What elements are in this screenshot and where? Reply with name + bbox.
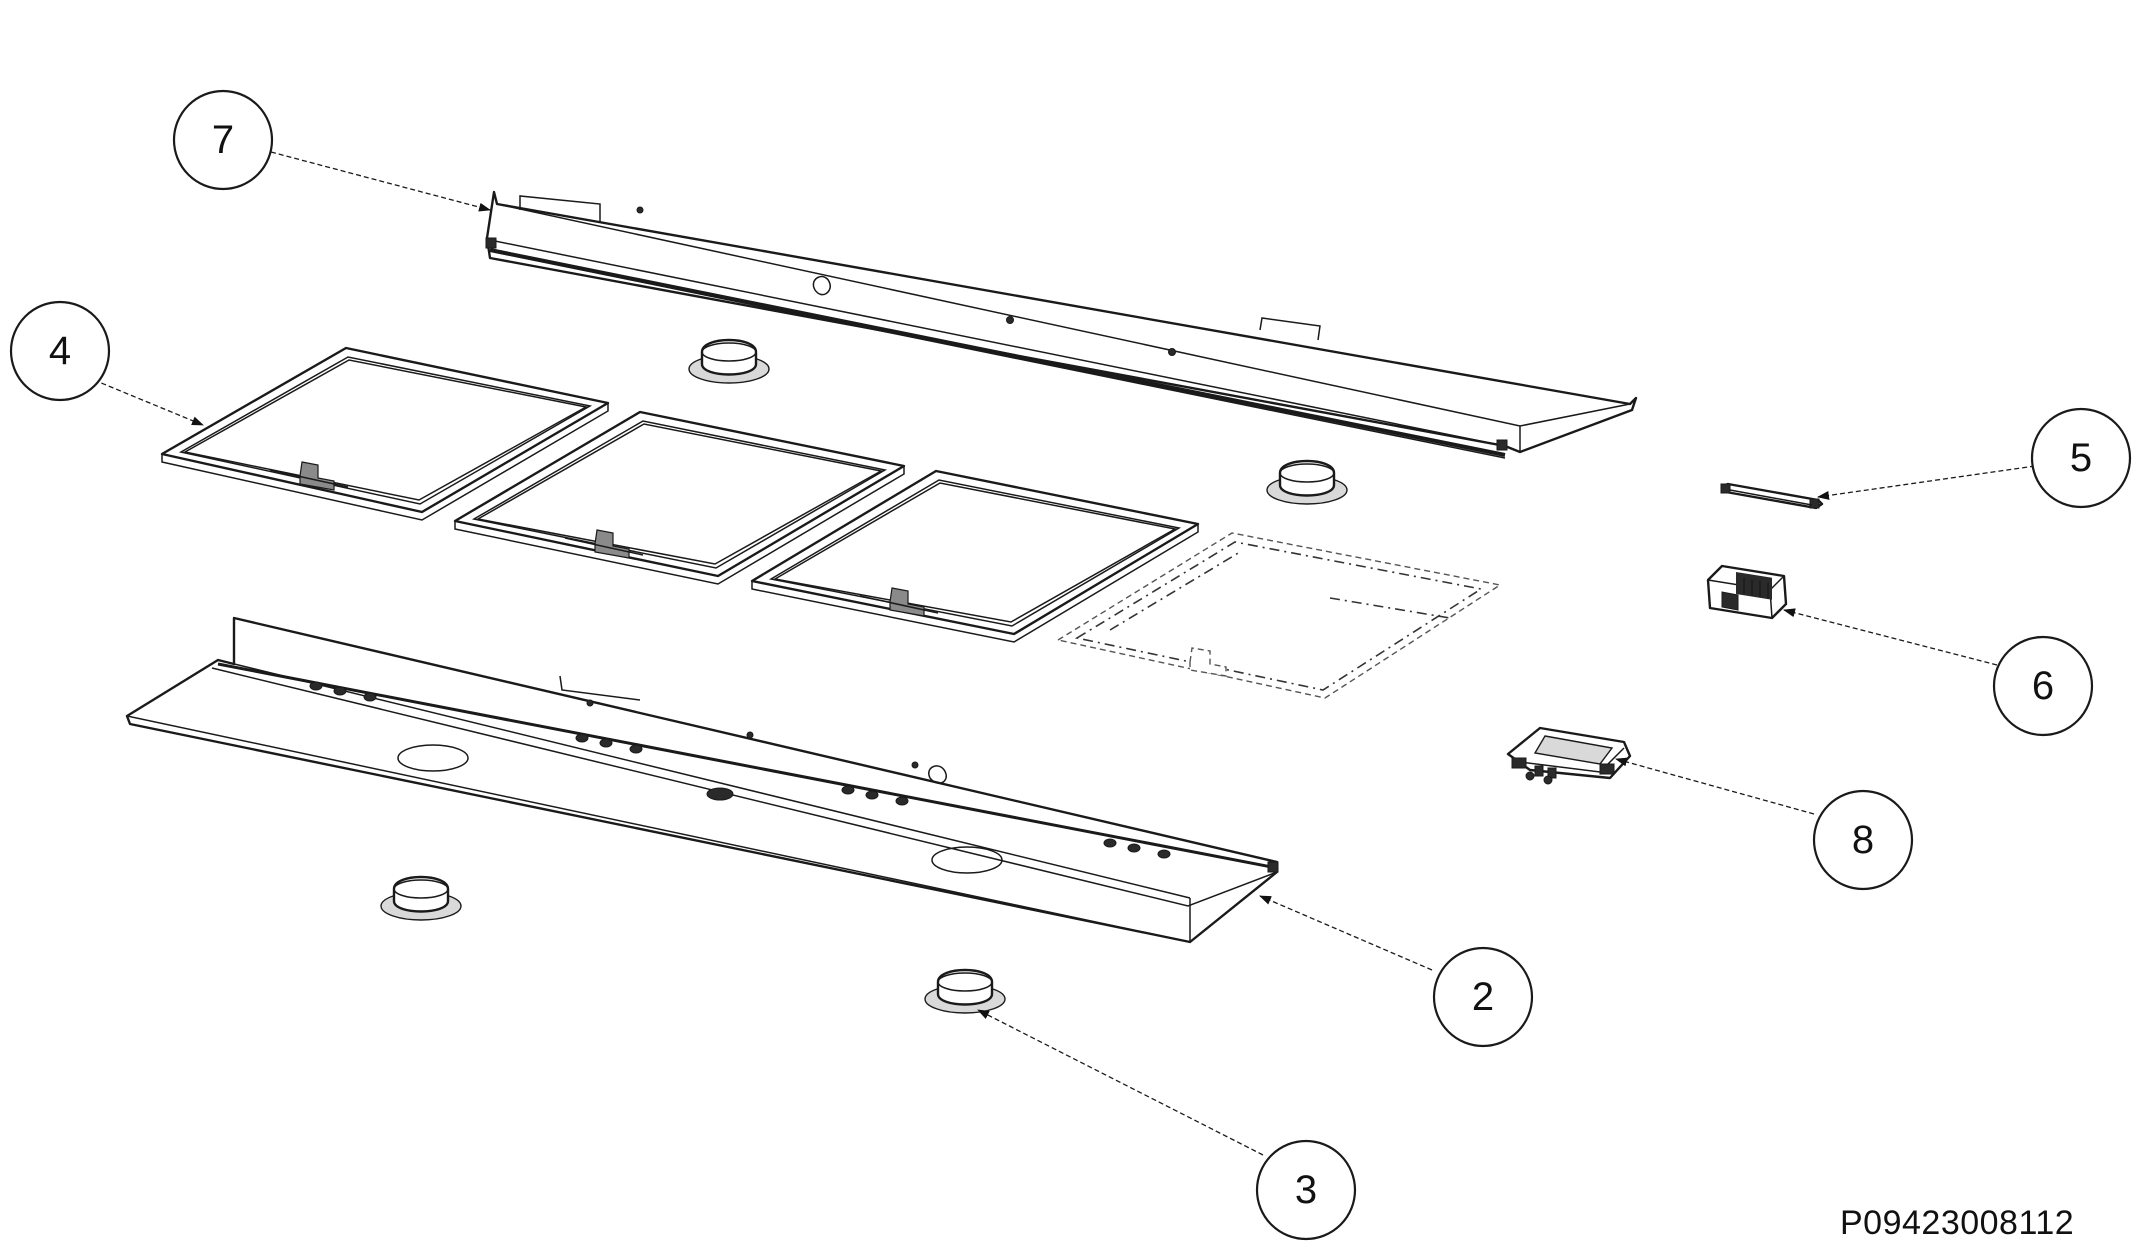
filter-2-part-4 [453, 410, 906, 585]
upper-rail-part-7 [485, 190, 1638, 459]
filter-4-ghost [1056, 532, 1502, 699]
foot-lower-right-part-3 [924, 968, 1006, 1014]
filter-1-part-4 [160, 346, 610, 521]
bracket-part-5 [1720, 482, 1824, 510]
callout-5: 5 [2030, 407, 2132, 509]
foot-upper-left [688, 338, 770, 384]
leader-lines [93, 151, 2036, 1156]
callout-6-label: 6 [2032, 664, 2054, 708]
callout-7-label: 7 [212, 118, 234, 162]
module-part-8 [1506, 726, 1632, 785]
callout-3-label: 3 [1295, 1168, 1317, 1212]
callout-4-label: 4 [49, 329, 71, 373]
callout-8: 8 [1812, 789, 1914, 891]
connector-part-6 [1706, 564, 1788, 620]
foot-upper-right [1266, 459, 1348, 505]
drawing-code: P09423008112 [1840, 1204, 2075, 1242]
callout-2-label: 2 [1472, 975, 1494, 1019]
callout-2: 2 [1432, 946, 1534, 1048]
callout-5-label: 5 [2070, 436, 2092, 480]
filter-3-part-4 [750, 469, 1200, 643]
lower-rail-part-2 [125, 616, 1279, 944]
callout-8-label: 8 [1852, 818, 1874, 862]
callout-7: 7 [172, 89, 274, 191]
callout-4: 4 [9, 300, 111, 402]
callout-6: 6 [1992, 635, 2094, 737]
callout-3: 3 [1255, 1139, 1357, 1241]
foot-lower-left [380, 875, 462, 921]
